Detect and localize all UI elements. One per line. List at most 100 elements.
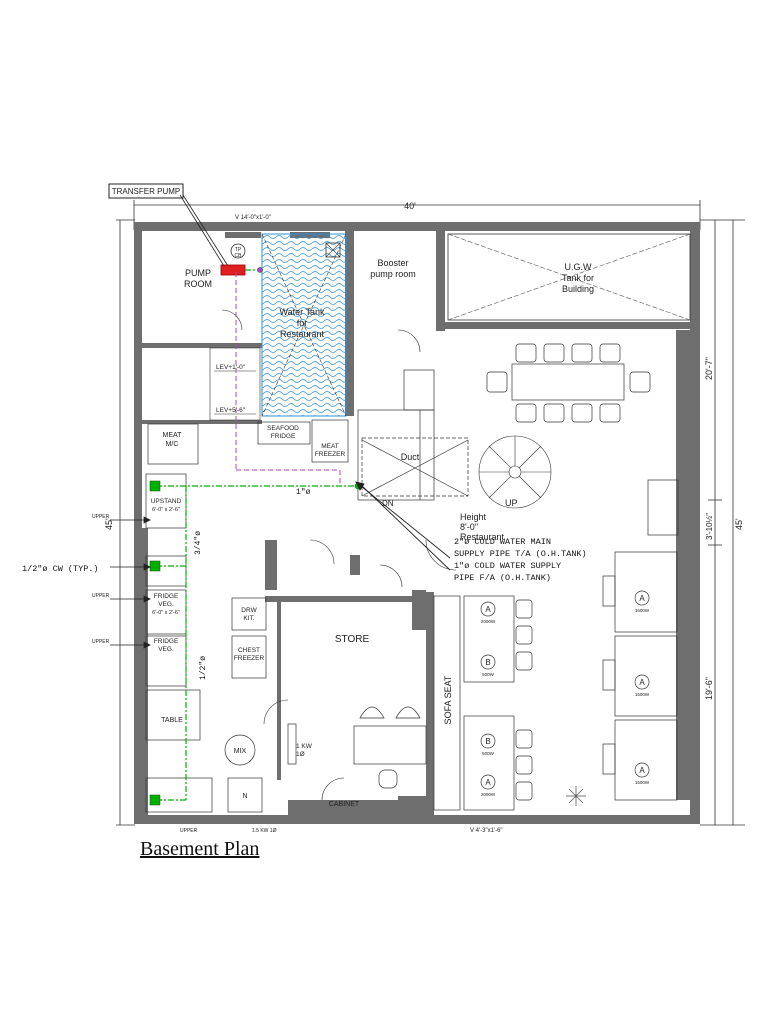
drawing-title: Basement Plan xyxy=(140,838,260,860)
fridge-veg1-label-2: VEG. xyxy=(158,601,174,608)
right-booths xyxy=(602,479,679,801)
upper-label-1: UPPER xyxy=(92,514,110,520)
appliance-letter: A xyxy=(639,766,645,775)
appliance-circle xyxy=(480,654,496,670)
appliance-letter: A xyxy=(639,678,645,687)
upstand-label-2: 6'-0" x 2'-6" xyxy=(152,507,180,513)
pipe-34-label: 3/4"ø xyxy=(194,531,203,555)
heater-label-2: 1Ø xyxy=(296,751,305,758)
pipe-fittings xyxy=(149,267,362,806)
duct-label: Duct xyxy=(401,452,420,462)
water-tank xyxy=(261,233,347,417)
tank-valve-box xyxy=(325,242,341,258)
appliance-rating: 1600W xyxy=(635,608,650,613)
chest-freezer-label-1: CHEST xyxy=(238,647,260,654)
upper-label-4: UPPER xyxy=(180,828,198,834)
note-main-1: 2"ø COLD WATER MAIN xyxy=(454,537,551,547)
meat-mc-label-1: MEAT xyxy=(163,432,183,439)
spiral-stair xyxy=(478,435,552,509)
stair-core xyxy=(357,369,469,501)
lev-2-label: LEV+5'-6" xyxy=(216,407,246,414)
dim-left: 45' xyxy=(104,518,114,530)
chest-freezer-label-2: FREEZER xyxy=(234,655,265,662)
lev-1-label: LEV+1'-0" xyxy=(216,364,246,371)
transfer-pump-label: TRANSFER PUMP xyxy=(112,187,180,196)
dim-bottom-small: V 4'-3"x1'-6" xyxy=(470,828,503,834)
note-supply-2: PIPE F/A (O.H.TANK) xyxy=(454,573,551,583)
cabinet-label: CABINET xyxy=(329,801,360,808)
pipe-1-label: 1"ø xyxy=(296,488,311,497)
dim-top-small: V 14'-0"x1'-0" xyxy=(235,215,271,221)
snowflake-symbol xyxy=(566,786,586,806)
outer-walls xyxy=(134,222,700,824)
meat-mc-label-2: M/C xyxy=(166,441,179,448)
pump-room-label-1: PUMP xyxy=(185,268,211,278)
seafood-fridge-label-2: FRIDGE xyxy=(271,433,296,440)
transfer-pump-symbol xyxy=(220,243,246,276)
height-label-1: Height xyxy=(460,512,487,522)
interior-walls xyxy=(142,231,690,818)
dining-table-top xyxy=(486,343,651,423)
appliance-letter: A xyxy=(485,605,491,614)
appliance-letter: A xyxy=(485,778,491,787)
dim-top: 40' xyxy=(404,201,416,211)
appliance-circle xyxy=(480,601,496,617)
water-tank-label-2: for xyxy=(297,318,308,328)
cw-arrows xyxy=(110,516,151,649)
cb-label: CB xyxy=(235,253,243,259)
pump-room-label-2: ROOM xyxy=(184,279,212,289)
stair-up-label: UP xyxy=(505,498,518,508)
appliance-circle xyxy=(634,674,650,690)
ugw-tank xyxy=(447,233,691,321)
appliance-circle xyxy=(634,762,650,778)
appliance-rating: 500W xyxy=(482,751,495,756)
ugw-label-3: Building xyxy=(562,284,594,294)
drw-kit-label-2: KIT. xyxy=(243,615,254,622)
dim-right-top: 20'-7" xyxy=(704,357,714,380)
heater-label-1: 1 KW xyxy=(296,743,313,750)
dim-right-bottom: 19'-6" xyxy=(704,677,714,700)
table-label: TABLE xyxy=(161,717,183,724)
office-desk xyxy=(287,706,427,789)
note-supply-1: 1"ø COLD WATER SUPPLY xyxy=(454,561,561,571)
mix-label: MIX xyxy=(234,748,247,755)
appliance-circle xyxy=(480,733,496,749)
booster-label-2: pump room xyxy=(370,269,416,279)
appliance-circle xyxy=(480,774,496,790)
appliance-rating: 500W xyxy=(482,672,495,677)
meat-freezer-label-1: MEAT xyxy=(321,443,339,450)
water-tank-label-1: Water Tank xyxy=(279,307,325,317)
upper-label-3: UPPER xyxy=(92,639,110,645)
sofa-and-tables xyxy=(433,595,533,811)
appliance-rating: 2000W xyxy=(481,792,496,797)
store-label: STORE xyxy=(335,634,370,645)
stair-dn-label: DN xyxy=(382,499,394,508)
appliance-letter: A xyxy=(639,594,645,603)
pipe-12-label: 1/2"ø xyxy=(199,656,208,680)
water-tank-label-3: Restaurant xyxy=(280,329,325,339)
booster-label-1: Booster xyxy=(377,258,408,268)
seafood-fridge-label-1: SEAFOOD xyxy=(267,425,299,432)
transfer-pump-callout-box xyxy=(108,183,184,199)
kitchen-stations xyxy=(145,473,263,813)
kw-bottom-label: 1.5 KW 1Ø xyxy=(252,828,277,834)
note-leaders xyxy=(355,481,451,571)
fridge-veg2-label-2: VEG. xyxy=(158,646,174,653)
dim-right-mid: 3'-10½" xyxy=(705,513,714,540)
height-label-3: Restaurant xyxy=(460,532,505,542)
drain-pipe-purple xyxy=(235,272,341,484)
meat-freezer-label-2: FREEZER xyxy=(315,451,346,458)
fridge-veg2-label-1: FRIDGE xyxy=(154,638,179,645)
note-main-2: SUPPLY PIPE T/A (O.H.TANK) xyxy=(454,549,587,559)
tp-label: TP xyxy=(235,247,242,253)
dim-right-total: 45' xyxy=(734,518,744,530)
n-box-label: N xyxy=(242,793,247,800)
dimension-lines xyxy=(116,200,745,826)
cold-water-pipe-green xyxy=(156,269,360,801)
fridge-veg1-label-1: FRIDGE xyxy=(154,593,179,600)
height-label-2: 8'-0" xyxy=(460,522,478,532)
sofa-seat-label: SOFA SEAT xyxy=(443,675,453,724)
appliance-rating: 2000W xyxy=(481,619,496,624)
upper-label-2: UPPER xyxy=(92,593,110,599)
